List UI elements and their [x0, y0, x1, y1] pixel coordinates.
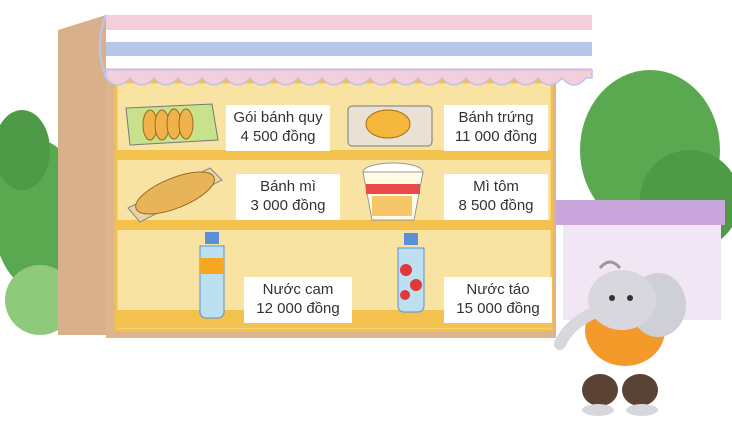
product-label-egg-cake: Bánh trứng 11 000 đồng [444, 105, 548, 151]
product-price: 15 000 đồng [456, 300, 540, 317]
product-label-noodles: Mì tôm 8 500 đồng [444, 174, 548, 220]
product-price: 12 000 đồng [256, 300, 340, 317]
product-name: Bánh mì [260, 178, 316, 195]
elephant-icon [554, 260, 686, 416]
product-name: Bánh trứng [458, 109, 534, 126]
product-name: Nước cam [262, 281, 334, 298]
product-name: Mì tôm [473, 178, 519, 195]
product-name: Gói bánh quy [233, 109, 323, 126]
product-price: 4 500 đồng [240, 128, 316, 145]
product-name: Nước táo [466, 281, 530, 298]
awning-icon [98, 14, 593, 86]
cookie-pack-icon [125, 103, 219, 146]
orange-juice-bottle-icon [199, 232, 225, 319]
product-price: 8 500 đồng [458, 197, 534, 214]
product-label-bread: Bánh mì 3 000 đồng [236, 174, 340, 220]
instant-noodle-cup-icon [362, 162, 424, 221]
apple-juice-bottle-icon [397, 233, 425, 313]
product-label-cookies: Gói bánh quy 4 500 đồng [226, 105, 330, 151]
product-price: 11 000 đồng [454, 128, 538, 145]
egg-cake-icon [347, 105, 433, 147]
product-label-orange-juice: Nước cam 12 000 đồng [244, 277, 352, 323]
product-label-apple-juice: Nước táo 15 000 đồng [444, 277, 552, 323]
product-price: 3 000 đồng [250, 197, 326, 214]
bread-icon [127, 167, 223, 223]
